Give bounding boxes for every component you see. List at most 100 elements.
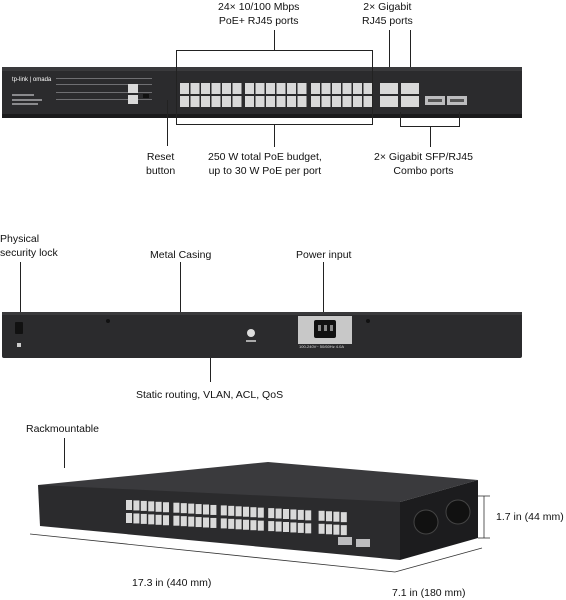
rj45-port [275, 521, 282, 532]
rj45-port [321, 96, 331, 107]
callout-line [64, 438, 65, 468]
rj45-port [363, 96, 373, 107]
rj45-port [276, 83, 286, 94]
status-led-panel [56, 78, 152, 100]
rj45-port [201, 96, 210, 107]
rj45-port [140, 500, 147, 511]
rj45-port [318, 523, 325, 534]
rj45-port [340, 512, 347, 523]
rj45-port [257, 520, 264, 531]
rj45-port [332, 83, 341, 94]
rj45-port [222, 83, 231, 94]
rj45-ports-10-100 [180, 83, 373, 107]
rj45-port [180, 516, 187, 527]
rj45-port [228, 505, 235, 516]
callout-security-lock: Physical security lock [0, 233, 58, 259]
rj45-port [311, 83, 320, 94]
rj45-port [250, 520, 257, 531]
rj45-port [133, 500, 140, 511]
rj45-port [148, 501, 155, 512]
rj45-port [222, 96, 231, 107]
rj45-port [305, 510, 312, 521]
rj45-port [257, 507, 264, 518]
rj45-port [245, 83, 254, 94]
rj45-port [287, 83, 296, 94]
rj45-port [297, 96, 307, 107]
rj45-port [268, 508, 275, 519]
rj45-port [195, 517, 202, 528]
rj45-port [220, 505, 227, 516]
reset-hole [143, 94, 149, 98]
ground-screw [247, 329, 255, 337]
rj45-port [210, 504, 217, 515]
callout-poe-budget: 250 W total PoE budget, up to 30 W PoE p… [208, 151, 322, 177]
rj45-port [340, 525, 347, 536]
rj45-port [232, 83, 242, 94]
callout-combo-ports: 2× Gigabit SFP/RJ45 Combo ports [374, 151, 473, 177]
callout-reset-button: Reset button [146, 151, 176, 177]
dim-height: 1.7 in (44 mm) [496, 511, 564, 523]
callout-power-input: Power input [296, 249, 352, 261]
rj45-port [188, 503, 195, 514]
front-switch-drawing [2, 67, 522, 118]
callout-line [210, 358, 211, 382]
rj45-port [290, 522, 297, 533]
callout-line [180, 262, 181, 312]
rj45-port [266, 83, 275, 94]
fan-vent [445, 499, 471, 525]
rj45-port [235, 506, 242, 517]
rj45-port [243, 506, 249, 517]
callout-gigabit-rj45: 2× Gigabit RJ45 ports [362, 1, 413, 27]
rj45-port [180, 503, 187, 514]
rj45-port [180, 96, 189, 107]
rj45-port [268, 521, 275, 532]
callout-ports-10-100: 24× 10/100 Mbps PoE+ RJ45 ports [218, 1, 300, 27]
security-lock-slot [15, 322, 23, 334]
dim-line-width [29, 533, 396, 573]
brand-logo: tp-link | omada [12, 77, 52, 83]
callout-features: Static routing, VLAN, ACL, QoS [136, 389, 284, 401]
rj45-port [326, 524, 332, 535]
rj45-port [163, 502, 169, 513]
rj45-port [297, 509, 304, 520]
rj45-port [203, 517, 209, 528]
rj45-port [163, 515, 169, 526]
rj45-port [333, 511, 340, 522]
rj45-port [155, 514, 162, 525]
rj45-port [235, 519, 242, 530]
rj45-port [211, 83, 221, 94]
rj45-port [353, 83, 362, 94]
rj45-port [140, 513, 147, 524]
rj45-port [232, 96, 242, 107]
dim-line-depth [394, 547, 483, 573]
rj45-port [353, 96, 362, 107]
rj45-port [297, 83, 307, 94]
rj45-port [228, 518, 235, 529]
rj45-port [243, 519, 249, 530]
rj45-port [190, 96, 200, 107]
callout-metal-casing: Metal Casing [150, 249, 212, 261]
rj45-port [148, 514, 155, 525]
rj45-port [155, 501, 162, 512]
rj45-port [283, 509, 289, 519]
rj45-port [173, 502, 180, 513]
rj45-port [245, 96, 254, 107]
rj45-port [311, 96, 320, 107]
rj45-port [283, 522, 289, 532]
power-rating: 100-240V~ 50/60Hz 4.0A [299, 344, 345, 349]
callout-line [430, 127, 431, 147]
gigabit-rj45-ports [380, 83, 419, 107]
fan-vent [413, 509, 439, 535]
rj45-port [195, 504, 202, 515]
rj45-port [305, 523, 312, 534]
rj45-port [326, 511, 332, 522]
callout-line [167, 100, 168, 146]
rj45-port [321, 83, 331, 94]
rj45-port [332, 96, 341, 107]
callout-rackmountable: Rackmountable [26, 423, 99, 435]
rj45-port [276, 96, 286, 107]
rj45-port [126, 500, 132, 510]
rj45-port [255, 83, 265, 94]
rj45-port [342, 83, 352, 94]
